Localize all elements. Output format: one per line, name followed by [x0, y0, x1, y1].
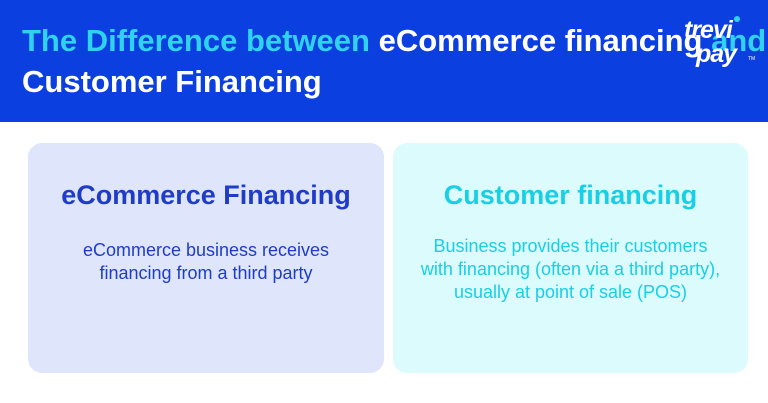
- trevipay-logo: trevi pay TM: [672, 16, 762, 76]
- logo-trademark: TM: [748, 56, 756, 62]
- title-accent-part1: The Difference between: [22, 23, 370, 58]
- ecommerce-financing-description: eCommerce business receives financing fr…: [82, 240, 330, 283]
- ecommerce-financing-card: eCommerce Financing eCommerce business r…: [28, 143, 384, 373]
- customer-financing-card: Customer financing Business provides the…: [393, 143, 748, 373]
- title-part2: eCommerce financing: [369, 23, 712, 58]
- ecommerce-financing-title: eCommerce Financing: [61, 180, 351, 210]
- title-part4: Customer Financing: [22, 64, 322, 99]
- logo-text-line2: pay: [696, 40, 737, 68]
- title-accent-part3: and: [711, 23, 767, 58]
- logo-dot-icon: [734, 16, 740, 22]
- customer-financing-description: Business provides their customers with f…: [420, 236, 721, 302]
- customer-financing-title: Customer financing: [443, 180, 698, 210]
- page-title: The Difference between eCommerce financi…: [22, 20, 768, 102]
- logo-text-line1: trevi: [684, 16, 733, 44]
- header-banner: The Difference between eCommerce financi…: [0, 0, 768, 122]
